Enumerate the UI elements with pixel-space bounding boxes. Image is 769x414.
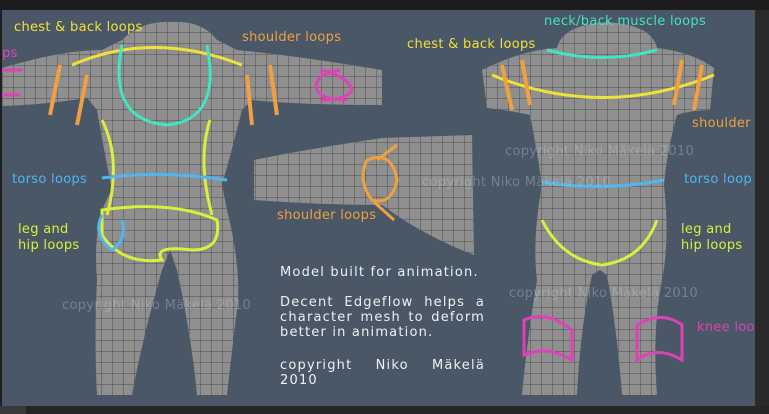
right-scrollbar[interactable] xyxy=(755,10,769,406)
mesh-illustration xyxy=(2,21,715,396)
label-chest-back-left: chest & back loops xyxy=(14,20,143,35)
label-shoulder-top: shoulder loops xyxy=(242,30,342,45)
note-line3: copyright Niko Mäkelä 2010 xyxy=(280,358,485,388)
shoulder-detail-mesh xyxy=(254,135,474,255)
note-line1: Model built for animation. xyxy=(280,265,479,280)
watermark-left: copyright Niko Mäkelä 2010 xyxy=(62,298,252,313)
label-shoulder-mid: shoulder loops xyxy=(277,208,377,223)
label-leg-hip-right-1: leg and xyxy=(681,222,732,237)
front-body-mesh xyxy=(2,21,382,396)
top-bar xyxy=(0,0,769,10)
bottom-tab[interactable] xyxy=(0,406,26,414)
label-knee-right: knee loo xyxy=(697,320,755,335)
label-torso-left: torso loops xyxy=(12,172,88,187)
label-torso-right: torso loop xyxy=(684,172,753,187)
watermark-mid: copyright Niko Mäkelä 2010 xyxy=(422,175,612,190)
label-chest-back-right: chest & back loops xyxy=(407,37,536,52)
watermark-right-top: copyright Niko Mäkelä 2010 xyxy=(505,144,695,159)
image-canvas: chest & back loops ps shoulder loops che… xyxy=(2,10,755,406)
back-body-mesh xyxy=(482,22,714,395)
label-neck-back: neck/back muscle loops xyxy=(544,14,707,29)
label-cut-left: ps xyxy=(2,46,18,61)
label-shoulder-right: shoulder xyxy=(692,116,751,131)
label-leg-hip-left-2: hip loops xyxy=(18,238,80,253)
bottom-bar xyxy=(0,406,769,414)
watermark-right-bottom: copyright Niko Mäkelä 2010 xyxy=(509,286,699,301)
label-leg-hip-left-1: leg and xyxy=(18,222,69,237)
label-leg-hip-right-2: hip loops xyxy=(681,238,743,253)
note-line2: Decent Edgeflow helps a character mesh t… xyxy=(280,295,485,340)
